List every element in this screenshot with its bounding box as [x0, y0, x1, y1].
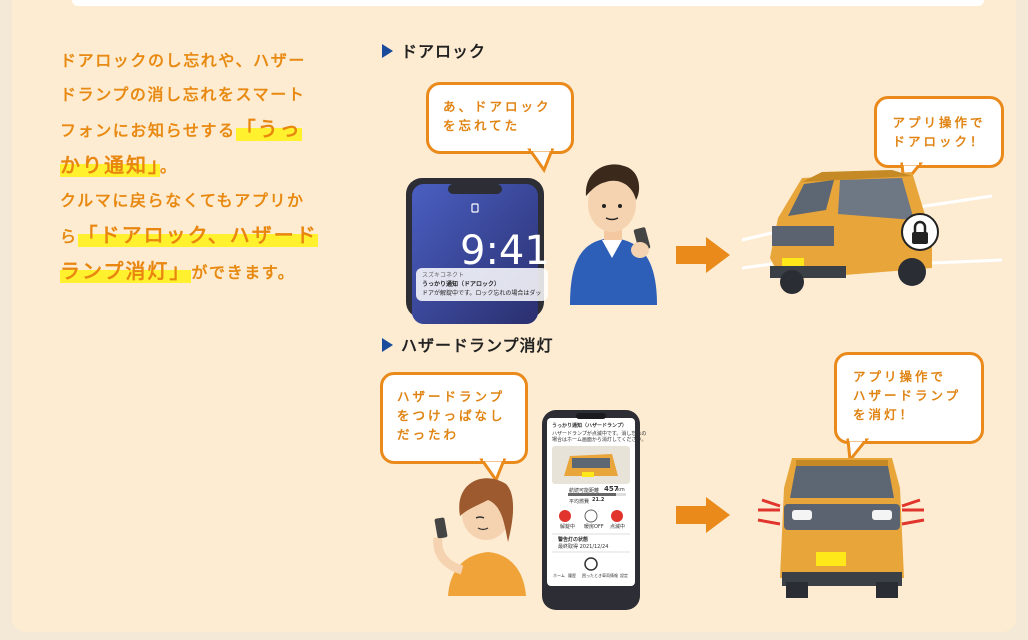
lockscreen-time: 9:41: [460, 228, 550, 274]
app-button-heater[interactable]: 暖房OFF: [584, 524, 604, 530]
notification-card[interactable]: スズキコネクト うっかり通知（ドアロック） ドアが解錠中です。ロック忘れの場合は…: [416, 268, 548, 301]
alert-timestamp: 最終取得 2021/12/24: [558, 544, 609, 550]
highlight-text: かり通知」: [60, 153, 160, 177]
alert-status-label[interactable]: 警告灯の状態: [558, 537, 589, 543]
top-card-edge: [72, 0, 984, 6]
desc-line: フォンにお知らせする「うっ: [60, 117, 302, 141]
section-title-hazard: ハザードランプ消灯: [382, 332, 554, 356]
bubble-tail: [479, 456, 507, 484]
app-button-unlock[interactable]: 解錠中: [560, 524, 576, 530]
desc-line: ら「ドアロック、ハザード: [60, 223, 318, 247]
desc-line: ランプ消灯」ができます。: [60, 259, 296, 283]
feature-description: ドアロックのし忘れや、ハザー ドランプの消し忘れをスマート フォンにお知らせする…: [60, 44, 360, 290]
app-message-line: ハザードランプが点滅中です。消し忘れの: [552, 431, 647, 437]
range-unit: km: [617, 487, 625, 493]
app-button-hazard[interactable]: 点滅中: [610, 524, 626, 530]
range-value: 457: [604, 485, 619, 493]
range-label: 航続可能距離: [569, 488, 600, 494]
bubble-tail: [527, 146, 555, 174]
desc-line: ドアロックのし忘れや、ハザー: [60, 51, 306, 70]
triangle-bullet-icon: [382, 338, 393, 352]
man-with-phone-illustration: [570, 164, 657, 305]
smartphone-app-screen: [542, 410, 640, 610]
highlight-text: 「ドアロック、ハザード: [77, 223, 318, 247]
desc-line: クルマに戻らなくてもアプリか: [60, 191, 305, 210]
nav-settings[interactable]: 設定: [620, 573, 628, 578]
desc-line: かり通知」。: [60, 153, 178, 177]
lock-icon: [912, 224, 940, 252]
app-message-line: 場合はホーム画面から消灯してください。: [552, 437, 647, 443]
woman-with-phone-illustration: [433, 478, 526, 596]
arrow-right-icon: [676, 237, 730, 273]
app-notification-header: うっかり通知（ハザードランプ）: [552, 423, 627, 429]
nav-vehicle[interactable]: 車両情報: [602, 573, 618, 578]
triangle-bullet-icon: [382, 44, 393, 58]
section-title-doorlock: ドアロック: [382, 38, 486, 62]
feature-panel: ドアロックのし忘れや、ハザー ドランプの消し忘れをスマート フォンにお知らせする…: [12, 0, 1016, 632]
nav-home[interactable]: ホーム: [553, 573, 565, 578]
nav-history[interactable]: 履歴: [568, 573, 576, 578]
highlight-text: ランプ消灯」: [60, 259, 192, 283]
speech-bubble-car-hazard: アプリ操作で ハザードランプ を消灯！: [834, 352, 984, 444]
bubble-tail: [846, 436, 870, 464]
speech-bubble-user-hazard: ハザードランプ をつけっぱなし だったわ: [380, 372, 528, 464]
car-illustration-hazard: [757, 458, 925, 598]
speech-bubble-car-doorlock: アプリ操作で ドアロック！: [874, 96, 1004, 168]
fuel-label: 平均燃費: [569, 499, 590, 505]
nav-help[interactable]: 困ったとき: [582, 573, 602, 578]
arrow-right-icon: [676, 497, 730, 533]
car-illustration-doorlock: [741, 170, 1003, 294]
speech-bubble-user-doorlock: あ、ドアロック を忘れてた: [426, 82, 574, 154]
desc-line: ドランプの消し忘れをスマート: [60, 85, 306, 104]
fuel-value: 21.2: [592, 497, 605, 503]
highlight-text: 「うっ: [235, 117, 302, 141]
